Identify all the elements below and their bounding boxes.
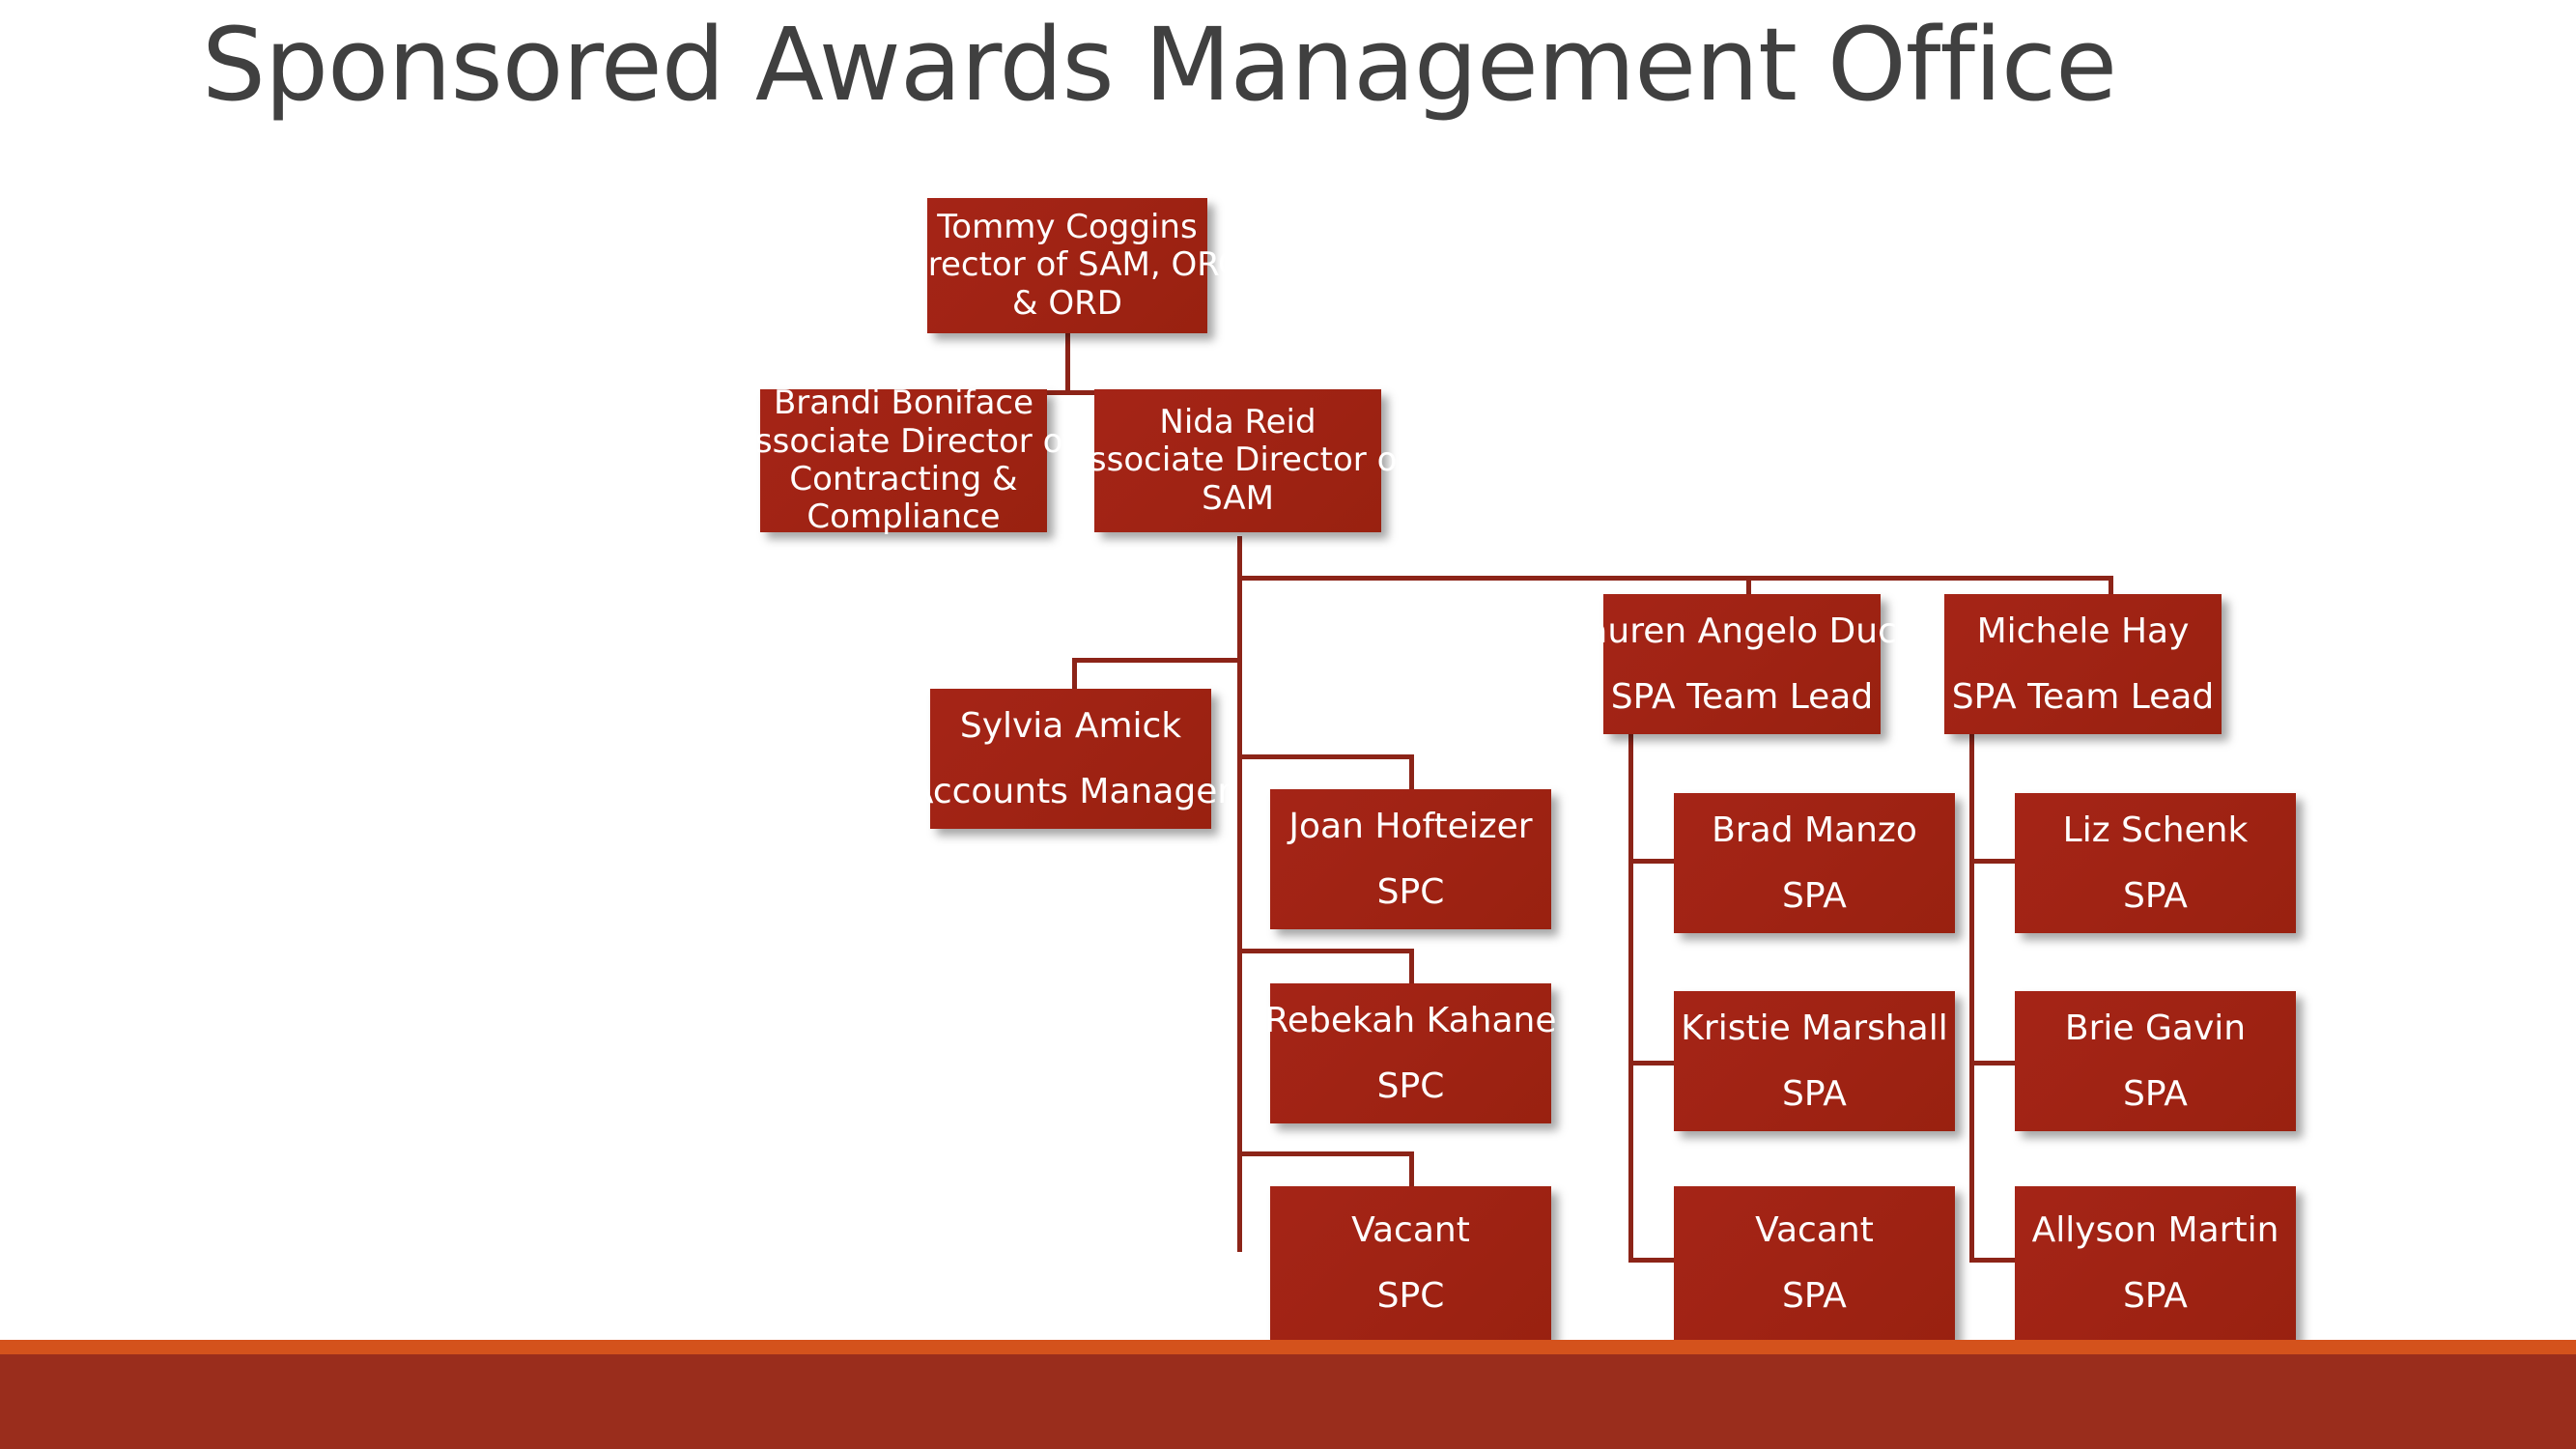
org-node-kristie-marshall[interactable]: Kristie Marshall SPA bbox=[1674, 991, 1955, 1131]
node-title-line: Contracting & bbox=[789, 460, 1018, 498]
connector-michele-trunk bbox=[1969, 734, 1974, 1262]
node-title-line: SPC bbox=[1376, 1065, 1445, 1106]
org-node-brie-gavin[interactable]: Brie Gavin SPA bbox=[2015, 991, 2296, 1131]
org-node-sylvia-amick[interactable]: Sylvia Amick Accounts Manager bbox=[910, 689, 1231, 829]
node-title-line: Associate Director of bbox=[732, 421, 1075, 461]
connector-lauren-drop bbox=[1746, 576, 1751, 597]
node-name: Brie Gavin bbox=[2064, 1008, 2247, 1048]
page-title: Sponsored Awards Management Office bbox=[201, 6, 2117, 124]
node-name: Rebekah Kahane bbox=[1264, 1000, 1557, 1040]
org-node-allyson-martin[interactable]: Allyson Martin SPA bbox=[2015, 1186, 2296, 1341]
org-node-brad-manzo[interactable]: Brad Manzo SPA bbox=[1674, 793, 1955, 933]
connector-sylvia-drop bbox=[1072, 658, 1077, 689]
node-title-line: SPA Team Lead bbox=[1610, 676, 1874, 717]
org-node-nida-reid[interactable]: Nida Reid Associate Director of SAM bbox=[1067, 389, 1408, 532]
org-node-brandi-boniface[interactable]: Brandi Boniface Associate Director of Co… bbox=[733, 384, 1075, 536]
node-name: Sylvia Amick bbox=[959, 705, 1182, 746]
connector-vacant-spc-drop bbox=[1409, 1151, 1414, 1186]
node-title-line: & ORD bbox=[1012, 283, 1122, 323]
node-title-line: SPA bbox=[2123, 875, 2188, 916]
node-name: Michele Hay bbox=[1976, 611, 2190, 651]
node-title-line: SPA bbox=[1782, 1276, 1847, 1316]
node-name: Brad Manzo bbox=[1712, 810, 1917, 850]
org-node-liz-schenk[interactable]: Liz Schenk SPA bbox=[2015, 793, 2296, 933]
node-name: Vacant bbox=[1755, 1210, 1874, 1251]
connector-michele-drop bbox=[2109, 576, 2113, 597]
node-title-line: SPA bbox=[1782, 1073, 1847, 1114]
org-node-lauren-angelo-duck[interactable]: Lauren Angelo Duck SPA Team Lead bbox=[1567, 594, 1917, 734]
connector-joan-drop bbox=[1409, 754, 1414, 789]
org-node-joan-hofteizer[interactable]: Joan Hofteizer SPC bbox=[1270, 789, 1551, 929]
node-title-line: Compliance bbox=[807, 497, 1001, 537]
connector-vacant-spa-bar bbox=[1628, 1258, 1674, 1263]
connector-brad-bar bbox=[1628, 859, 1674, 864]
footer-accent-stripe bbox=[0, 1340, 2576, 1354]
node-title-line: Director of SAM, ORC bbox=[893, 245, 1241, 285]
node-title-line: SPA bbox=[2123, 1073, 2188, 1114]
connector-allyson-bar bbox=[1969, 1258, 2015, 1263]
connector-kristie-bar bbox=[1628, 1061, 1674, 1065]
connector-nida-stem bbox=[1237, 536, 1242, 580]
node-title-line: SPA bbox=[2123, 1276, 2188, 1316]
footer-band bbox=[0, 1354, 2576, 1449]
org-node-vacant-spc[interactable]: Vacant SPC bbox=[1270, 1186, 1551, 1341]
node-title-line: SPC bbox=[1376, 871, 1445, 912]
connector-joan-bar bbox=[1237, 754, 1414, 759]
node-name: Kristie Marshall bbox=[1681, 1008, 1948, 1048]
org-node-tommy-coggins[interactable]: Tommy Coggins Director of SAM, ORC & ORD bbox=[893, 198, 1241, 333]
node-name: Tommy Coggins bbox=[937, 207, 1198, 246]
connector-brie-bar bbox=[1969, 1061, 2015, 1065]
org-node-michele-hay[interactable]: Michele Hay SPA Team Lead bbox=[1944, 594, 2222, 734]
connector-vacant-spc-bar bbox=[1237, 1151, 1414, 1156]
node-title-line: SPA Team Lead bbox=[1951, 676, 2215, 717]
org-node-vacant-spa[interactable]: Vacant SPA bbox=[1674, 1186, 1955, 1341]
node-name: Joan Hofteizer bbox=[1288, 806, 1533, 846]
connector-sylvia-bar bbox=[1072, 658, 1242, 663]
connector-nida-trunk bbox=[1237, 576, 1242, 1252]
node-name: Lauren Angelo Duck bbox=[1567, 611, 1917, 651]
connector-coggins-stem bbox=[1065, 333, 1070, 393]
node-name: Nida Reid bbox=[1159, 402, 1316, 441]
node-title-line: Accounts Manager bbox=[909, 771, 1232, 811]
node-name: Brandi Boniface bbox=[773, 384, 1034, 423]
node-title-line: SAM bbox=[1202, 478, 1274, 518]
connector-liz-bar bbox=[1969, 859, 2015, 864]
node-name: Liz Schenk bbox=[2062, 810, 2249, 850]
connector-rebekah-bar bbox=[1237, 949, 1414, 953]
org-node-rebekah-kahane[interactable]: Rebekah Kahane SPC bbox=[1265, 983, 1556, 1123]
connector-level1-bar bbox=[898, 390, 1289, 395]
node-title-line: SPA bbox=[1782, 875, 1847, 916]
node-name: Vacant bbox=[1351, 1210, 1470, 1251]
connector-teamlead-bar bbox=[1237, 576, 2113, 581]
node-name: Allyson Martin bbox=[2031, 1210, 2279, 1251]
node-title-line: Associate Director of bbox=[1066, 440, 1409, 480]
node-title-line: SPC bbox=[1376, 1276, 1445, 1316]
connector-rebekah-drop bbox=[1409, 949, 1414, 983]
connector-lauren-trunk bbox=[1628, 734, 1633, 1262]
